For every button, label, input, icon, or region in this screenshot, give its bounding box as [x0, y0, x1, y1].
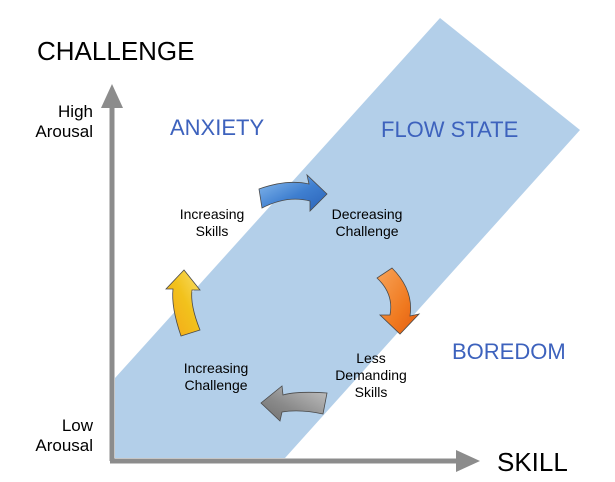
less-demanding-skills-label: Less Demanding Skills [335, 350, 407, 400]
x-axis-title: SKILL [497, 447, 568, 477]
x-axis-arrowhead [456, 450, 480, 472]
y-axis [101, 84, 123, 461]
flow-channel-band [115, 18, 580, 458]
x-axis [110, 450, 480, 472]
arrow-left-icon [260, 385, 328, 422]
flow-state-label: FLOW STATE [381, 117, 519, 142]
decreasing-challenge-label: Decreasing Challenge [331, 206, 403, 239]
arrow-right-icon [258, 173, 328, 212]
boredom-label: BOREDOM [452, 339, 566, 364]
low-arousal-label: Low Arousal [35, 416, 93, 456]
arrow-up-icon [165, 269, 201, 337]
increasing-challenge-label: Increasing Challenge [183, 360, 249, 393]
increasing-skills-label: Increasing Skills [179, 206, 245, 239]
anxiety-label: ANXIETY [170, 115, 265, 140]
y-axis-arrowhead [101, 84, 123, 108]
y-axis-title: CHALLENGE [37, 36, 195, 66]
arrow-down-icon [376, 267, 421, 335]
high-arousal-label: High Arousal [35, 102, 93, 142]
